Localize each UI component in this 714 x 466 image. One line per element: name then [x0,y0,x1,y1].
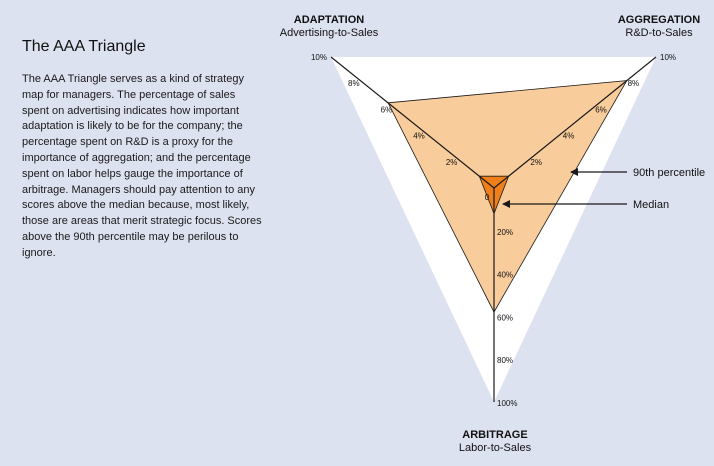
aggregation-tick-label: 8% [628,79,640,88]
sidebar-title: The AAA Triangle [22,38,146,55]
arbitrage-axis-title: ARBITRAGE [462,429,527,441]
adaptation-axis-subtitle: Advertising-to-Sales [280,27,379,39]
arbitrage-tick-label: 40% [497,271,513,280]
arbitrage-tick-label: 100% [497,399,517,408]
aggregation-tick-label: 10% [660,53,676,62]
arbitrage-tick-label: 0 [485,193,490,202]
adaptation-tick-label: 10% [311,53,327,62]
aggregation-tick-label: 2% [530,158,542,167]
axis-tick-labels: 2% 4% 6% 8% 10% 2% 4% 6% 8% 10% 20% 40% 60% 80% 100% 0 [311,53,676,408]
arbitrage-tick-label: 80% [497,356,513,365]
adaptation-tick-label: 2% [446,158,458,167]
aggregation-axis-line [493,56,657,189]
adaptation-tick-label: 6% [381,105,393,114]
sidebar-body: The AAA Triangle serves as a kind of str… [22,73,262,259]
sidebar: The AAA Triangle The AAA Triangle serves… [22,38,262,262]
adaptation-tick-label: 8% [348,79,360,88]
arbitrage-tick-label: 20% [497,228,513,237]
aggregation-axis-subtitle: R&D-to-Sales [625,27,693,39]
median-label: Median [633,199,669,211]
aggregation-axis-title: AGGREGATION [618,14,700,26]
percentile-90-triangle [387,80,628,313]
adaptation-axis-title: ADAPTATION [294,14,365,26]
aggregation-tick-label: 6% [595,105,607,114]
aggregation-tick-label: 4% [563,132,575,141]
arbitrage-axis-subtitle: Labor-to-Sales [459,442,532,454]
adaptation-tick-label: 4% [413,132,425,141]
adaptation-axis-line [330,56,495,189]
arbitrage-tick-label: 60% [497,313,513,322]
percentile-90-label: 90th percentile [633,167,705,179]
